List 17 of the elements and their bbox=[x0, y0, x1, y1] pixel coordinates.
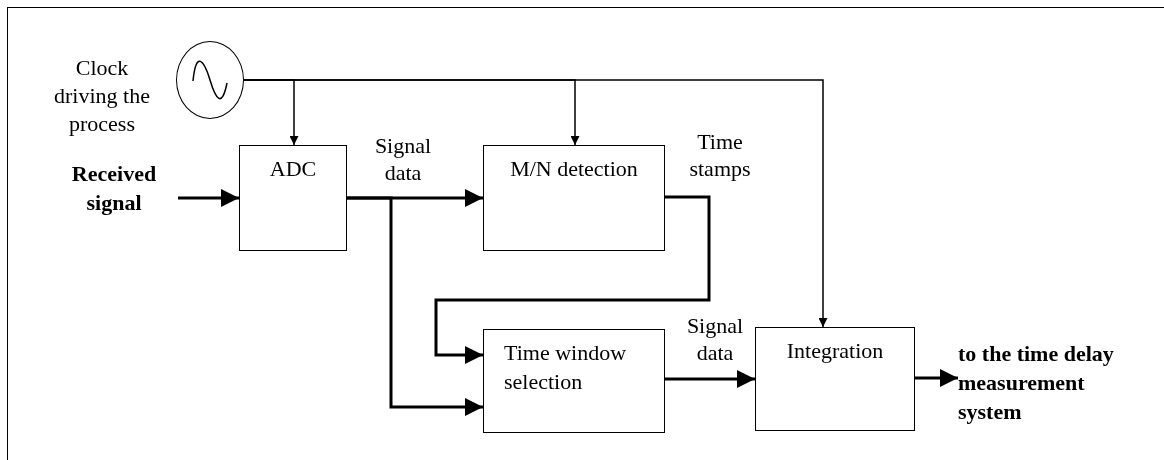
arrow bbox=[665, 370, 755, 388]
signal-label: Received signal bbox=[70, 160, 158, 217]
block-label: ADC bbox=[269, 155, 317, 183]
arrow bbox=[434, 195, 711, 364]
clock-caption: Clock driving the process bbox=[53, 54, 151, 138]
signal-label: to the time delay measurement system bbox=[958, 339, 1115, 426]
process-box bbox=[239, 145, 347, 251]
arrow bbox=[243, 79, 828, 328]
arrow bbox=[915, 369, 958, 387]
block-label: M/N detection bbox=[510, 155, 638, 183]
block-label: Integration bbox=[786, 337, 884, 365]
process-box bbox=[755, 327, 915, 431]
arrow bbox=[178, 189, 239, 207]
arrow bbox=[347, 196, 483, 416]
process-box bbox=[483, 329, 665, 433]
block-label: Time window selection bbox=[503, 339, 628, 396]
process-box bbox=[483, 145, 665, 251]
